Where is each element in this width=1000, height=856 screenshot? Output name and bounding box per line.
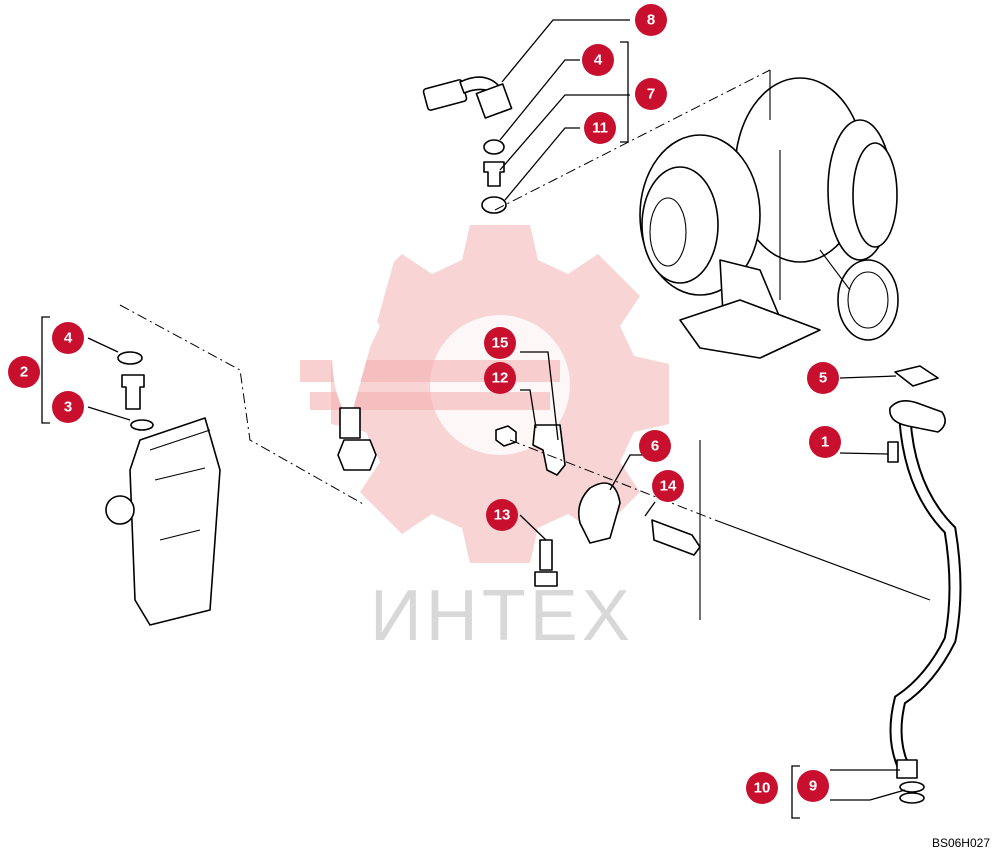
- oil-feed-pipe: [332, 76, 513, 471]
- callout-7: 7: [635, 78, 667, 110]
- center-lines: [119, 69, 931, 620]
- callout-5: 5: [807, 362, 839, 394]
- svg-text:6: 6: [651, 438, 659, 455]
- svg-text:11: 11: [592, 120, 608, 137]
- drawing-code: BS06H027: [931, 836, 990, 850]
- svg-text:3: 3: [64, 399, 72, 416]
- svg-text:1: 1: [821, 434, 829, 451]
- top-fittings: [481, 139, 507, 214]
- svg-text:12: 12: [492, 370, 509, 387]
- callout-13: 13: [486, 499, 518, 531]
- oil-return-pipe: [889, 400, 962, 804]
- callout-3: 3: [52, 391, 84, 423]
- callout-15: 15: [484, 327, 516, 359]
- callout-6: 6: [639, 430, 671, 462]
- svg-text:14: 14: [660, 478, 677, 495]
- callout-14: 14: [652, 470, 684, 502]
- watermark-text: ИНТЕХ: [370, 576, 634, 656]
- leader-lines: [41, 19, 906, 819]
- turbocharger: [639, 70, 899, 359]
- svg-text:7: 7: [647, 86, 655, 103]
- callout-9: 9: [797, 770, 829, 802]
- callout-4-left: 4: [52, 322, 84, 354]
- svg-text:5: 5: [819, 370, 827, 387]
- callout-10: 10: [746, 772, 778, 804]
- svg-text:10: 10: [754, 780, 771, 797]
- left-components: [105, 351, 221, 626]
- bracket-assembly: [495, 424, 566, 587]
- callout-4-top: 4: [582, 44, 614, 76]
- svg-text:4: 4: [64, 330, 73, 347]
- svg-text:13: 13: [494, 507, 511, 524]
- svg-text:9: 9: [809, 778, 817, 795]
- clip-assembly: [577, 482, 701, 556]
- callout-12: 12: [484, 362, 516, 394]
- callout-8: 8: [635, 4, 667, 36]
- svg-text:15: 15: [492, 335, 509, 352]
- svg-text:2: 2: [20, 364, 28, 381]
- callout-1: 1: [809, 426, 841, 458]
- callout-2: 2: [8, 356, 40, 388]
- bolt-1: [887, 441, 899, 463]
- svg-text:4: 4: [594, 52, 603, 69]
- callout-11: 11: [584, 112, 616, 144]
- svg-text:8: 8: [647, 12, 655, 29]
- gasket-5: [894, 365, 939, 387]
